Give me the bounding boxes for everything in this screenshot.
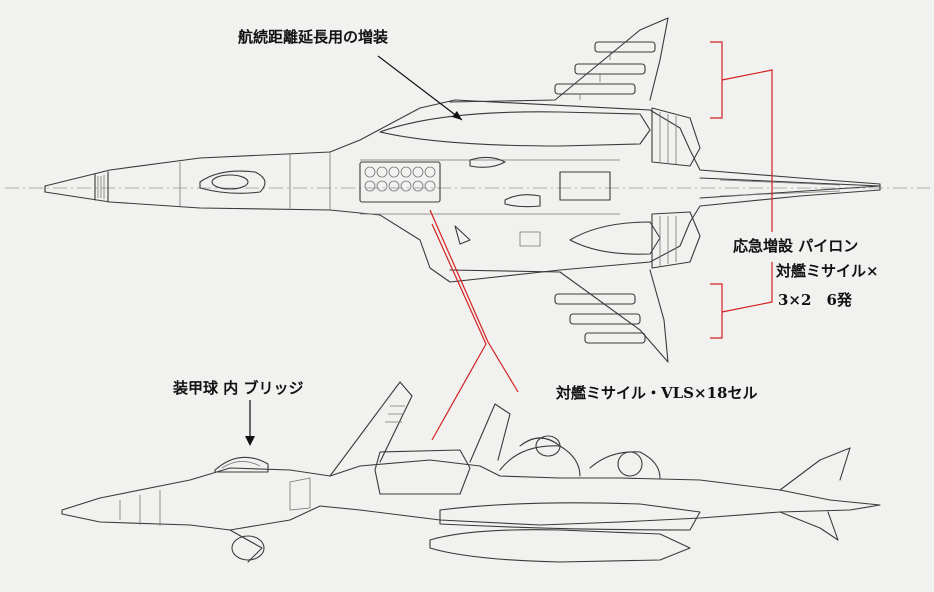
top-view-drawing — [44, 17, 881, 363]
top-view-lower-range-tank — [569, 221, 661, 255]
emergency-pylon-label-line1: 応急増設 パイロン — [733, 237, 859, 255]
top-view-fuselage — [44, 99, 881, 283]
range-extension-tanks-label: 航続距離延長用の増装 — [238, 28, 389, 46]
side-view-bridge-canopy — [214, 456, 269, 473]
vls-leader-lines — [429, 209, 519, 441]
top-view-upper-engine — [651, 107, 701, 167]
top-view-vls-cells — [359, 161, 441, 203]
side-view-vls-block — [374, 449, 471, 495]
pylon-bracket — [710, 41, 773, 339]
side-view-tail-fin — [329, 381, 413, 477]
armored-sphere-bridge-label: 装甲球 内 ブリッジ — [173, 379, 304, 397]
top-view-upper-wing — [449, 17, 669, 103]
range-tank-leader — [377, 55, 463, 121]
side-view-drawing — [61, 381, 881, 563]
top-view-lower-pylon-missiles — [554, 293, 646, 344]
top-view-upper-pylon-missiles — [554, 41, 656, 100]
top-view-lower-wing — [449, 269, 669, 363]
emergency-pylon-label-line2: 対艦ミサイル× — [776, 262, 879, 280]
top-view-upper-range-tank — [379, 111, 651, 147]
antiship-vls-label: 対艦ミサイル・VLS×18セル — [556, 384, 758, 402]
top-view-canopy — [199, 170, 266, 194]
side-view-range-tank — [429, 529, 691, 563]
side-view-fuselage — [61, 459, 881, 531]
top-view-lower-engine — [651, 211, 701, 269]
emergency-pylon-label-line3: 3×2 6発 — [778, 291, 852, 309]
